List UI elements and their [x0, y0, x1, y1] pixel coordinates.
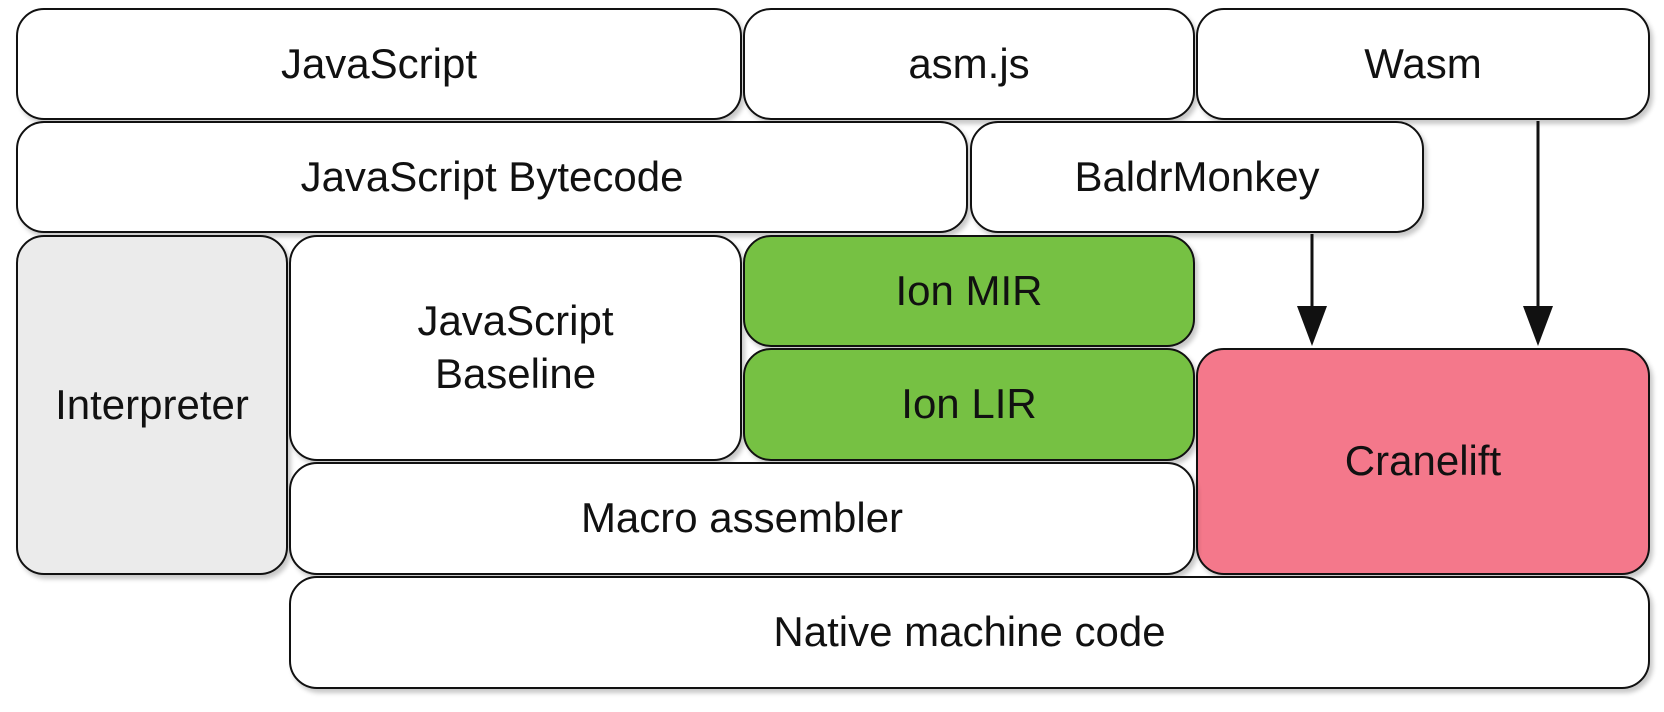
baldrmonkey-to-cranelift-arrow	[1297, 234, 1327, 346]
javascript-bytecode-box: JavaScript Bytecode	[16, 121, 968, 233]
wasm-label: Wasm	[1364, 39, 1482, 87]
native-machine-code-label: Native machine code	[773, 608, 1166, 656]
ion-mir-label: Ion MIR	[895, 266, 1043, 314]
ion-mir-box: Ion MIR	[743, 235, 1195, 347]
native-machine-code-box: Native machine code	[289, 576, 1650, 689]
javascript-baseline-label: JavaScript Baseline	[417, 297, 614, 397]
macro-assembler-label: Macro assembler	[580, 494, 904, 542]
javascript-box: JavaScript	[16, 8, 742, 120]
asmjs-label: asm.js	[908, 39, 1030, 87]
macro-assembler-box: Macro assembler	[289, 462, 1195, 575]
cranelift-label: Cranelift	[1344, 437, 1502, 485]
ion-lir-box: Ion LIR	[743, 348, 1195, 461]
baldrmonkey-box: BaldrMonkey	[970, 121, 1424, 233]
javascript-bytecode-label: JavaScript Bytecode	[300, 152, 684, 200]
cranelift-box: Cranelift	[1196, 348, 1650, 575]
interpreter-box: Interpreter	[16, 235, 288, 575]
javascript-baseline-box: JavaScript Baseline	[289, 235, 742, 461]
wasm-box: Wasm	[1196, 8, 1650, 120]
ion-lir-label: Ion LIR	[901, 380, 1037, 428]
interpreter-label: Interpreter	[55, 380, 249, 428]
wasm-to-cranelift-arrow	[1523, 121, 1553, 346]
javascript-label: JavaScript	[280, 39, 478, 87]
asmjs-box: asm.js	[743, 8, 1195, 120]
baldrmonkey-label: BaldrMonkey	[1074, 152, 1320, 200]
